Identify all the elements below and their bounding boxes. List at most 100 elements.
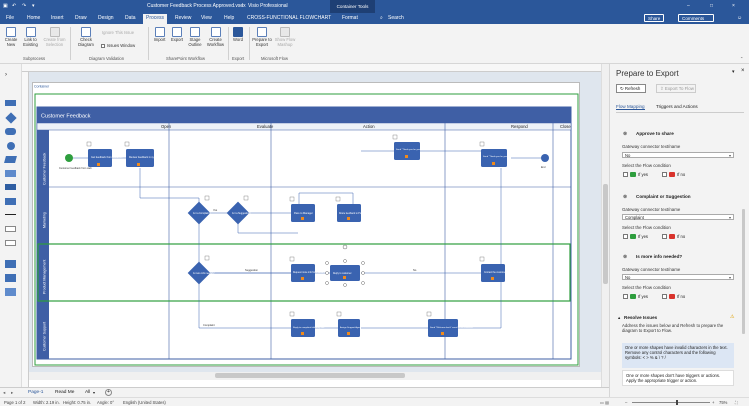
if-yes-checkbox[interactable]	[623, 172, 628, 177]
collapse-arrow-icon[interactable]: ▴	[618, 315, 621, 320]
connector-dropdown-approve[interactable]: No▾	[622, 152, 734, 158]
vertical-scrollbar[interactable]	[601, 64, 609, 387]
if-yes-checkbox[interactable]	[623, 234, 628, 239]
close-button[interactable]: ×	[732, 3, 735, 9]
if-no-checkbox[interactable]	[662, 234, 667, 239]
view-mode-icons[interactable]: ▭ ▤	[600, 400, 610, 405]
save-icon[interactable]: ▣	[3, 3, 8, 9]
import-button[interactable]: Import	[151, 27, 168, 43]
task-support-followup[interactable]	[291, 319, 315, 337]
start-event[interactable]	[65, 154, 73, 162]
connector-shape-icon[interactable]	[5, 214, 16, 215]
redo-icon[interactable]: ↷	[22, 3, 27, 9]
tab-review[interactable]: Review	[175, 15, 192, 21]
lane-header-customer-support[interactable]	[37, 301, 49, 359]
pane-options-icon[interactable]: ▾	[732, 69, 735, 75]
issue-missing-triggers[interactable]: One or more shapes don't have triggers o…	[622, 370, 734, 386]
add-page-button[interactable]: +	[105, 389, 112, 396]
phase-close[interactable]: Close	[560, 124, 571, 129]
task-contact-customer[interactable]	[481, 264, 505, 282]
drawing-page[interactable]: Container Customer Feedback Open Evaluat…	[32, 82, 580, 367]
task-welcome-back[interactable]	[428, 319, 458, 337]
phase-shape-icon[interactable]	[5, 274, 16, 282]
task-route-feedback[interactable]	[337, 204, 361, 222]
shapes-arrow-icon[interactable]: ›	[5, 72, 7, 78]
stage-outline-button[interactable]: Stage Outline	[186, 27, 204, 47]
prev-page-icon[interactable]: ◂	[3, 390, 6, 395]
tab-flow-mapping[interactable]: Flow Mapping	[616, 104, 645, 110]
word-export-button[interactable]: Word	[231, 27, 245, 43]
pool-header[interactable]	[37, 107, 571, 123]
next-page-icon[interactable]: ▸	[11, 390, 14, 395]
zoom-in-button[interactable]: +	[712, 400, 715, 405]
comments-button[interactable]: Comments	[678, 14, 714, 22]
zoom-slider-thumb[interactable]	[676, 400, 678, 405]
horizontal-scrollbar[interactable]	[29, 372, 601, 380]
check-diagram-button[interactable]: Check Diagram	[74, 27, 98, 47]
vertical-scroll-thumb[interactable]	[603, 184, 608, 284]
task-receive-feedback[interactable]	[88, 149, 112, 167]
section-complaint-or-suggestion[interactable]: Complaint or Suggestion	[636, 194, 691, 199]
tab-view[interactable]: View	[201, 15, 212, 21]
phase-evaluate[interactable]: Evaluate	[257, 124, 274, 129]
create-new-button[interactable]: Create New	[2, 27, 20, 47]
decision-shape-icon[interactable]	[5, 112, 17, 124]
task-pass-to-manager[interactable]	[291, 204, 315, 222]
undo-icon[interactable]: ↶	[12, 3, 17, 9]
tab-triggers-actions[interactable]: Triggers and Actions	[656, 104, 698, 109]
pane-close-button[interactable]: ×	[741, 68, 745, 74]
phase-action[interactable]: Action	[363, 124, 375, 129]
issue-invalid-characters[interactable]: One or more shapes have invalid characte…	[622, 343, 734, 368]
task-send-thanks[interactable]	[394, 142, 420, 160]
tab-insert[interactable]: Insert	[51, 15, 64, 21]
task-request-info[interactable]	[291, 264, 315, 282]
zoom-level[interactable]: 75%	[719, 400, 728, 405]
phase-open[interactable]: Open	[161, 124, 172, 129]
all-pages-dropdown-icon[interactable]: ▾	[93, 390, 96, 395]
link-existing-button[interactable]: Link to Existing	[21, 27, 40, 47]
start-end-shape-icon[interactable]	[7, 142, 15, 150]
fit-page-icon[interactable]: ⛶	[735, 400, 738, 405]
task-reply-customer-selected[interactable]	[330, 265, 360, 281]
show-flow-mashup-button[interactable]: Show Flow Mashup	[273, 27, 297, 47]
selected-lane-highlight[interactable]	[37, 243, 571, 302]
if-yes-checkbox[interactable]	[623, 294, 628, 299]
phase-respond[interactable]: Respond	[511, 124, 528, 129]
lane-header-marketing[interactable]	[37, 187, 49, 244]
tab-data[interactable]: Data	[125, 15, 136, 21]
search-box[interactable]: Search	[388, 15, 404, 21]
lane-header-product-management[interactable]	[37, 244, 49, 301]
if-no-checkbox[interactable]	[662, 294, 667, 299]
page-tab-1[interactable]: Page-1	[28, 390, 44, 395]
task-assign-agent[interactable]	[338, 319, 360, 337]
lane-shape-icon[interactable]	[5, 260, 16, 268]
status-page[interactable]: Page 1 of 2	[4, 400, 26, 405]
database-shape-icon[interactable]	[5, 184, 16, 190]
minimize-button[interactable]: –	[687, 3, 690, 9]
container-outline[interactable]	[34, 93, 579, 366]
horizontal-scroll-thumb[interactable]	[215, 373, 405, 378]
quick-access-icon[interactable]: ▾	[32, 3, 35, 9]
task-review-feedback[interactable]	[126, 149, 154, 167]
tab-design[interactable]: Design	[98, 15, 114, 21]
status-language[interactable]: English (United States)	[123, 400, 166, 405]
tab-draw[interactable]: Draw	[75, 15, 87, 21]
collapse-ribbon-icon[interactable]: ⌃	[740, 56, 744, 61]
page-tab-all[interactable]: All	[85, 390, 91, 395]
separator-shape-icon[interactable]	[5, 240, 16, 246]
create-from-selection-button[interactable]: Create from Selection	[41, 27, 68, 47]
drawing-canvas[interactable]: Container Customer Feedback Open Evaluat…	[29, 72, 601, 372]
zoom-slider[interactable]	[632, 402, 710, 403]
process-shape-icon[interactable]	[5, 100, 16, 106]
search-icon[interactable]: ⌕	[380, 15, 383, 21]
share-button[interactable]: Share	[644, 14, 665, 22]
external-data-shape-icon[interactable]	[5, 198, 16, 205]
if-no-checkbox[interactable]	[662, 172, 667, 177]
section-more-info[interactable]: Is more info needed?	[636, 254, 683, 259]
selection-handles[interactable]	[325, 244, 365, 287]
flowchart-diagram[interactable]: Container Customer Feedback Open Evaluat…	[33, 83, 581, 368]
tab-home[interactable]: Home	[27, 15, 41, 21]
export-button[interactable]: Export	[169, 27, 185, 43]
create-workflow-button[interactable]: Create Workflow	[205, 27, 226, 47]
connector-dropdown-more-info[interactable]: No▾	[622, 274, 734, 280]
